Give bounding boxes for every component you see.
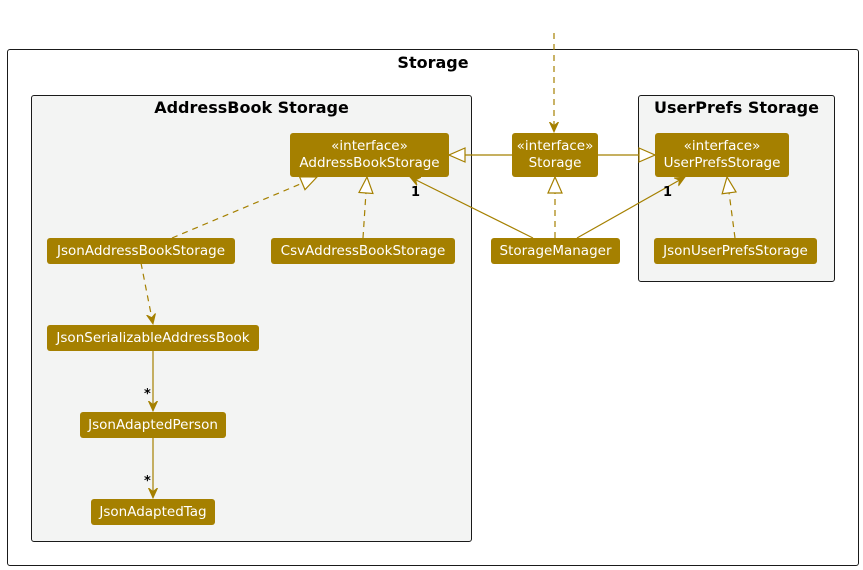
jsonuserprefsstorage-box[interactable]: JsonUserPrefsStorage: [654, 238, 817, 264]
storage-stereotype: «interface»: [516, 138, 594, 154]
storage-name: Storage: [528, 155, 582, 171]
edge-storagemanager-to-addressbookstorage: [410, 176, 534, 239]
jsonserializableaddressbook-name: JsonSerializableAddressBook: [56, 329, 250, 346]
storage-interface-box[interactable]: «interface» Storage: [512, 133, 598, 177]
userprefs-storage-package-title: UserPrefs Storage: [654, 98, 819, 117]
addressbookstorage-stereotype: «interface»: [331, 138, 408, 154]
jsonadaptedperson-name: JsonAdaptedPerson: [88, 416, 218, 433]
storage-package: Storage: [7, 49, 859, 566]
edge-storagemanager-to-userprefsstorage: [576, 177, 685, 239]
storage-package-title: Storage: [397, 53, 469, 72]
jsonuserprefsstorage-name: JsonUserPrefsStorage: [663, 242, 808, 259]
storagemanager-box[interactable]: StorageManager: [491, 238, 620, 264]
multiplicity-manager-addressbook: 1: [411, 185, 421, 200]
addressbookstorage-interface-box[interactable]: «interface» AddressBookStorage: [290, 133, 449, 177]
jsonadaptedperson-box[interactable]: JsonAdaptedPerson: [80, 412, 226, 438]
csvaddressbookstorage-box[interactable]: CsvAddressBookStorage: [271, 238, 455, 264]
addressbook-storage-package-title: AddressBook Storage: [154, 98, 349, 117]
userprefsstorage-name: UserPrefsStorage: [663, 155, 781, 171]
edge-jsonaddressbookstorage-depends-jsonserializableaddressbook: [140, 262, 153, 324]
multiplicity-manager-userprefs: 1: [663, 185, 673, 200]
jsonadaptedtag-name: JsonAdaptedTag: [99, 503, 207, 520]
csvaddressbookstorage-name: CsvAddressBookStorage: [280, 242, 446, 259]
storagemanager-name: StorageManager: [499, 242, 612, 259]
edge-jsonuserprefsstorage-implements-userprefsstorage: [727, 177, 735, 239]
multiplicity-book-person: *: [144, 387, 151, 402]
edge-jsonaddressbookstorage-implements-addressbookstorage: [171, 177, 317, 239]
jsonaddressbookstorage-name: JsonAddressBookStorage: [56, 242, 225, 259]
jsonadaptedtag-box[interactable]: JsonAdaptedTag: [91, 499, 215, 525]
jsonaddressbookstorage-box[interactable]: JsonAddressBookStorage: [47, 238, 235, 264]
addressbookstorage-name: AddressBookStorage: [299, 155, 440, 171]
userprefsstorage-stereotype: «interface»: [683, 138, 761, 154]
edge-csvaddressbookstorage-implements-addressbookstorage: [363, 177, 367, 239]
userprefsstorage-interface-box[interactable]: «interface» UserPrefsStorage: [655, 133, 789, 177]
multiplicity-person-tag: *: [144, 474, 151, 489]
jsonserializableaddressbook-box[interactable]: JsonSerializableAddressBook: [47, 325, 259, 351]
